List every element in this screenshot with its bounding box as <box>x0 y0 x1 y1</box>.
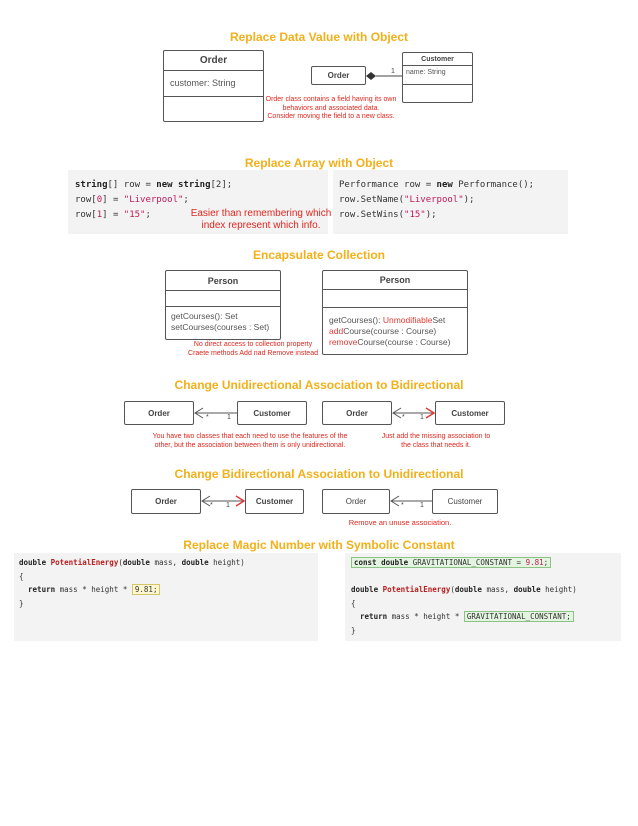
note-uni-to-bi-right: Just add the missing association to the … <box>381 433 491 449</box>
customer-box-left: Customer <box>245 489 304 514</box>
code-line: row.SetName("Liverpool"); <box>339 195 475 205</box>
person-class-fields <box>166 291 280 307</box>
code-line: double PotentialEnergy(double mass, doub… <box>19 558 245 567</box>
section-title-replace-array: Replace Array with Object <box>244 156 394 170</box>
unidirectional-arrow <box>390 495 432 507</box>
customer-class-header: Customer <box>403 53 472 66</box>
code-line: double PotentialEnergy(double mass, doub… <box>351 585 577 594</box>
multiplicity-label: 1 <box>226 502 230 509</box>
code-line: const double GRAVITATIONAL_CONSTANT = 9.… <box>351 556 615 570</box>
order-box-right: Order <box>322 401 392 425</box>
bidirectional-arrow <box>201 495 245 507</box>
code-line: string[] row = new string[2]; <box>75 180 233 190</box>
code-line: } <box>351 625 356 635</box>
constant-declaration-highlight: const double GRAVITATIONAL_CONSTANT = 9.… <box>351 557 552 568</box>
order-class-box: Order customer: String <box>163 50 264 122</box>
code-line: } <box>19 598 24 608</box>
multiplicity-label: 1 <box>227 414 231 421</box>
multiplicity-label: * <box>210 502 213 509</box>
person-class-header: Person <box>323 271 467 290</box>
bidirectional-arrow <box>392 407 435 419</box>
code-panel-array: string[] row = new string[2]; row[0] = "L… <box>68 170 328 234</box>
order-class-field: customer: String <box>164 71 263 97</box>
multiplicity-label: * <box>401 502 404 509</box>
code-line: return mass * height * 9.81; <box>19 583 313 597</box>
code-line: row[1] = "15"; <box>75 210 151 220</box>
person-class-methods: getCourses(): UnmodifiableSet addCourse(… <box>329 315 451 347</box>
section-title-replace-data-value: Replace Data Value with Object <box>229 30 409 44</box>
person-class-box-after: Person getCourses(): UnmodifiableSet add… <box>322 270 468 355</box>
order-box-right: Order <box>322 489 390 514</box>
person-class-header: Person <box>166 271 280 291</box>
symbolic-constant-highlight: GRAVITATIONAL_CONSTANT; <box>463 611 574 622</box>
code-panel-magic-number: double PotentialEnergy(double mass, doub… <box>14 553 318 641</box>
person-class-box-before: Person getCourses(): Set setCourses(cour… <box>165 270 281 340</box>
code-line: return mass * height * GRAVITATIONAL_CON… <box>351 610 615 624</box>
multiplicity-label: 1 <box>420 502 424 509</box>
section-title-uni-to-bi: Change Unidirectional Association to Bid… <box>174 378 464 392</box>
code-line: row[0] = "Liverpool"; <box>75 195 189 205</box>
note-encapsulate: No direct access to collection property … <box>188 341 318 357</box>
customer-class-box: Customer name: String <box>402 52 473 103</box>
unidirectional-arrow <box>194 407 237 419</box>
person-class-fields <box>323 290 467 308</box>
order-class-methods <box>164 97 263 121</box>
note-array: Easier than remembering which index repr… <box>190 208 332 231</box>
person-class-methods: getCourses(): Set setCourses(courses : S… <box>171 311 270 332</box>
multiplicity-label: * <box>402 414 405 421</box>
order-box-left: Order <box>124 401 194 425</box>
order-class-header: Order <box>164 51 263 71</box>
code-line: Performance row = new Performance(); <box>339 180 535 190</box>
section-title-bi-to-uni: Change Bidirectional Association to Unid… <box>174 467 464 481</box>
code-panel-symbolic-constant: const double GRAVITATIONAL_CONSTANT = 9.… <box>345 553 621 641</box>
multiplicity-label: 1 <box>420 414 424 421</box>
code-line: row.SetWins("15"); <box>339 210 437 220</box>
section-title-encapsulate-collection: Encapsulate Collection <box>252 248 386 262</box>
code-panel-object: Performance row = new Performance(); row.… <box>333 170 568 234</box>
customer-box-right: Customer <box>435 401 505 425</box>
customer-box-right: Customer <box>432 489 498 514</box>
multiplicity-label: 1 <box>391 68 395 75</box>
order-pill: Order <box>311 66 366 85</box>
composition-arrow <box>366 72 402 80</box>
order-box-left: Order <box>131 489 201 514</box>
multiplicity-label: * <box>206 414 209 421</box>
section-title-magic-number: Replace Magic Number with Symbolic Const… <box>183 538 455 552</box>
note-data-value: Order class contains a field having its … <box>265 96 397 120</box>
customer-box-left: Customer <box>237 401 307 425</box>
code-line: { <box>351 598 356 608</box>
code-line: { <box>19 571 24 581</box>
note-bi-to-uni: Remove an unuse association. <box>348 518 452 527</box>
customer-class-field: name: String <box>403 66 472 85</box>
note-uni-to-bi-left: You have two classes that each need to u… <box>152 433 348 449</box>
magic-number-highlight: 9.81; <box>131 584 161 595</box>
customer-class-methods <box>403 85 472 102</box>
